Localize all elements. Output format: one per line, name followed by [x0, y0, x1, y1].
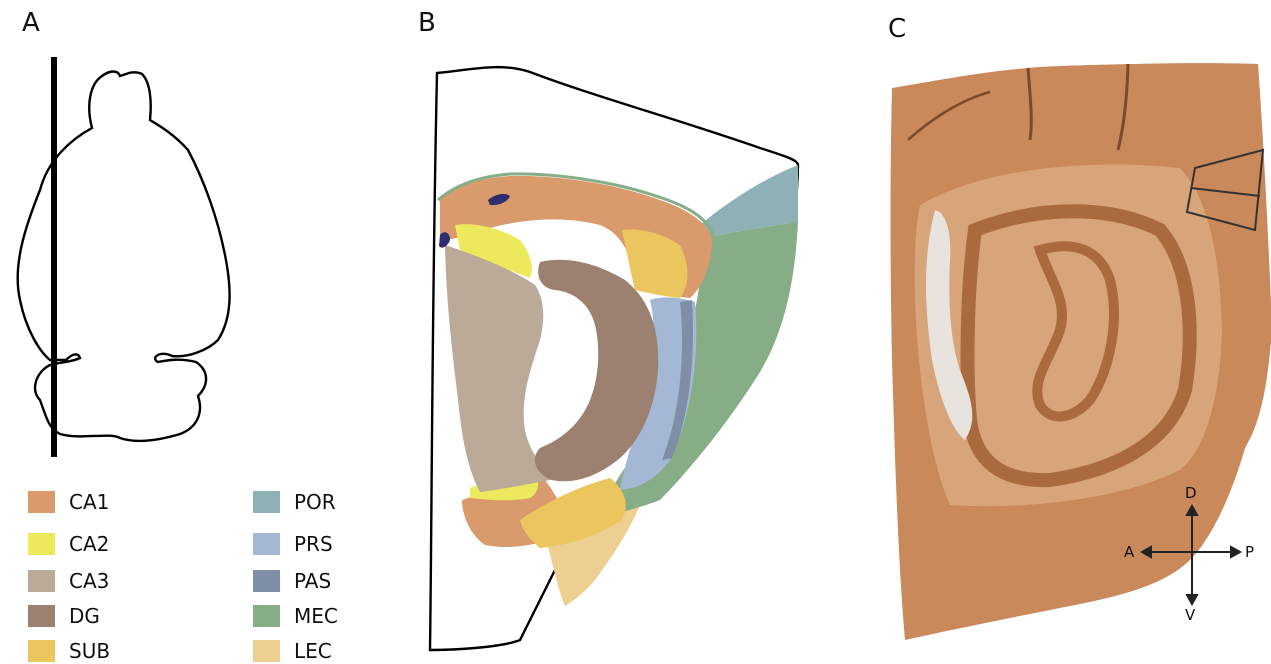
- legend-label-ca2: CA2: [69, 532, 109, 556]
- legend-label-sub: SUB: [69, 639, 110, 663]
- legend-swatch-ca2: [28, 533, 55, 555]
- legend-item-ca2: CA2: [28, 532, 109, 556]
- legend-item-pas: PAS: [253, 569, 331, 593]
- legend-item-mec: MEC: [253, 604, 338, 628]
- section-cut-line: [51, 57, 57, 457]
- legend-swatch-sub: [28, 640, 55, 662]
- legend-swatch-pas: [253, 570, 280, 592]
- legend-label-pas: PAS: [294, 569, 331, 593]
- compass-label-anterior: A: [1124, 543, 1134, 561]
- legend-swatch-ca3: [28, 570, 55, 592]
- legend-swatch-lec: [253, 640, 280, 662]
- legend-item-prs: PRS: [253, 532, 333, 556]
- legend-swatch-ca1: [28, 491, 55, 513]
- legend-swatch-mec: [253, 605, 280, 627]
- brain-outline-dorsal-view: [18, 72, 230, 441]
- legend-item-sub: SUB: [28, 639, 110, 663]
- compass-label-posterior: P: [1245, 543, 1254, 561]
- legend-item-ca1: CA1: [28, 490, 109, 514]
- legend-swatch-prs: [253, 533, 280, 555]
- legend-label-lec: LEC: [294, 639, 332, 663]
- legend-label-dg: DG: [69, 604, 100, 628]
- stained-section-image: [891, 63, 1271, 640]
- legend-label-por: POR: [294, 490, 336, 514]
- legend-label-prs: PRS: [294, 532, 333, 556]
- legend-item-dg: DG: [28, 604, 100, 628]
- legend-swatch-por: [253, 491, 280, 513]
- legend-label-mec: MEC: [294, 604, 338, 628]
- compass-label-ventral: V: [1185, 606, 1195, 624]
- legend-swatch-dg: [28, 605, 55, 627]
- legend-item-lec: LEC: [253, 639, 332, 663]
- legend-label-ca1: CA1: [69, 490, 109, 514]
- legend-label-ca3: CA3: [69, 569, 109, 593]
- hippocampal-region-map: [430, 67, 798, 650]
- compass-label-dorsal: D: [1185, 484, 1197, 502]
- legend-item-ca3: CA3: [28, 569, 109, 593]
- legend-item-por: POR: [253, 490, 336, 514]
